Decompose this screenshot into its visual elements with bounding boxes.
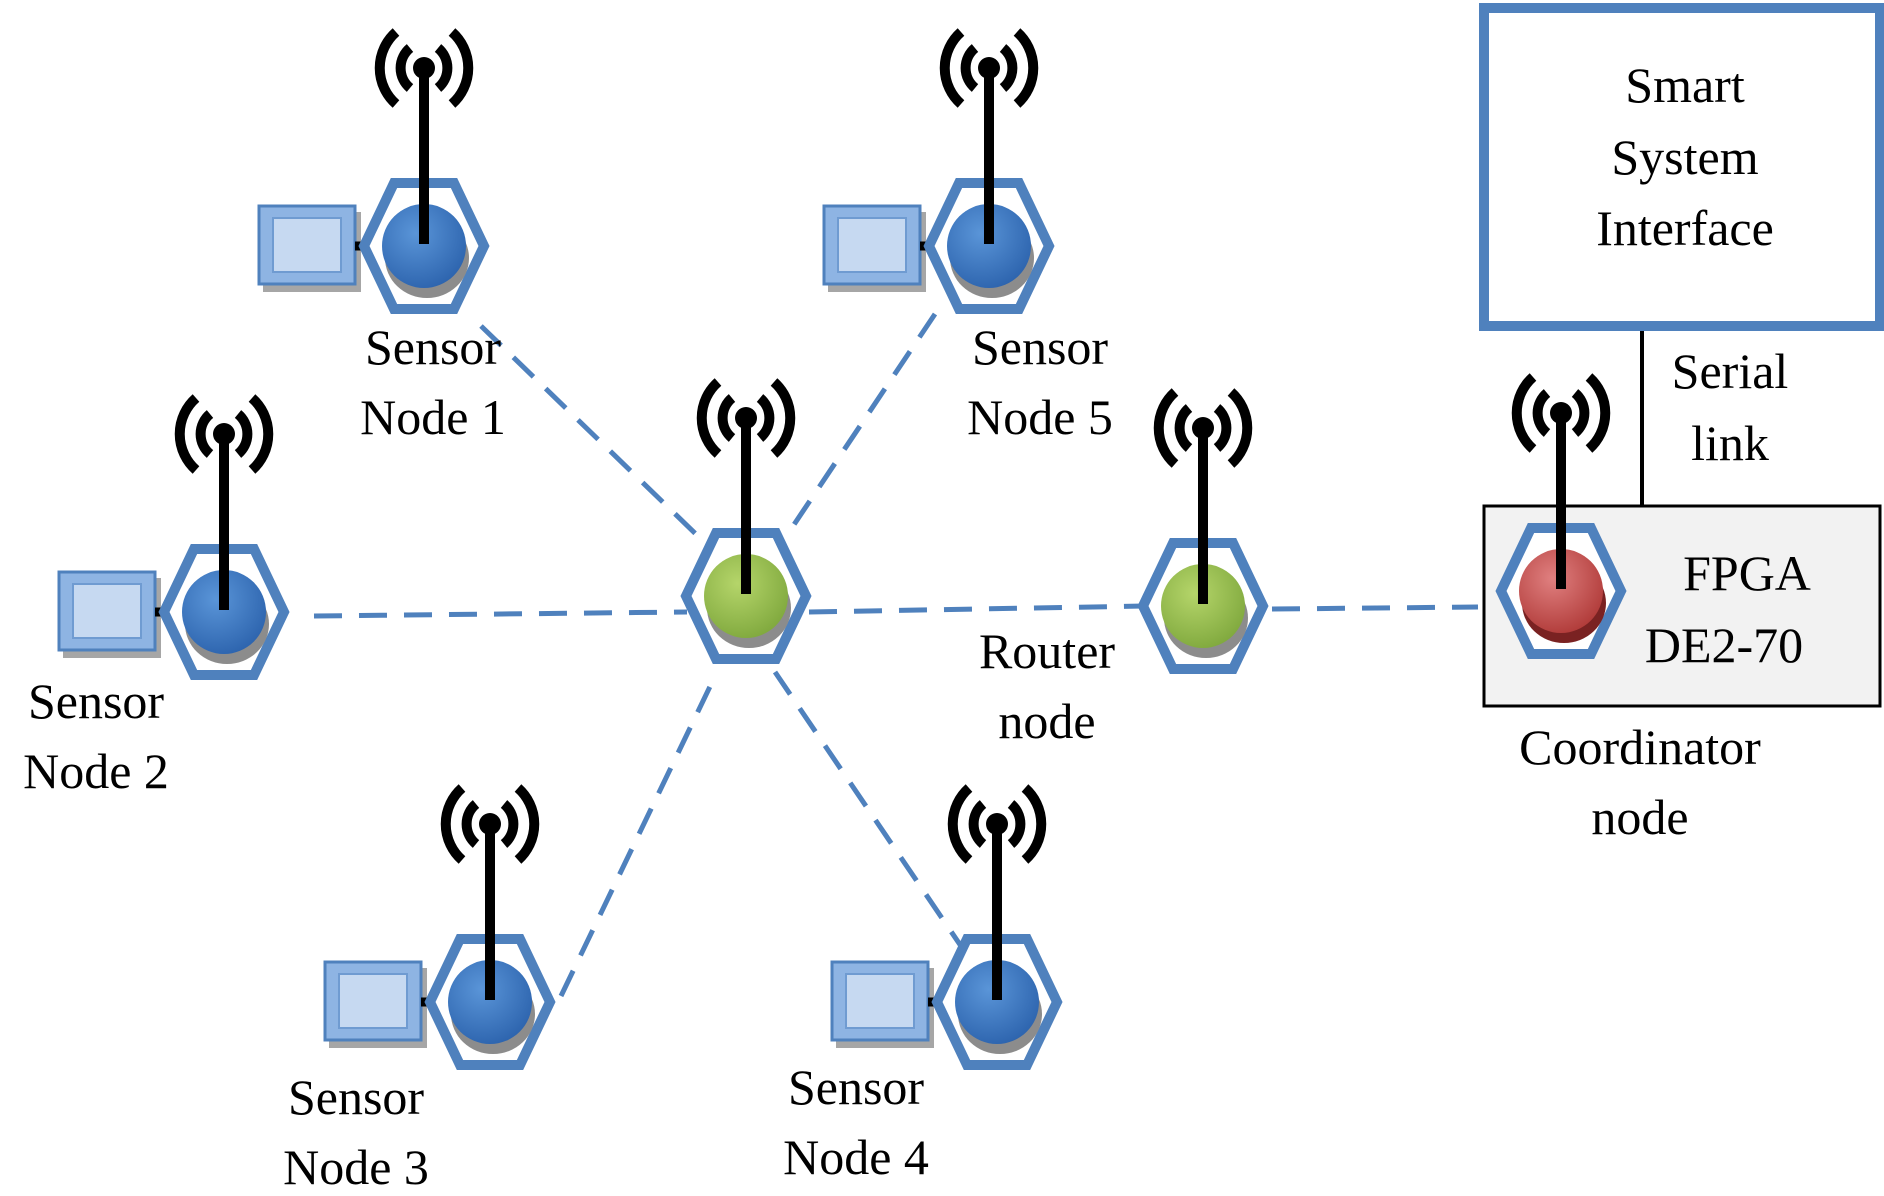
sensor-node-3 <box>323 788 556 1070</box>
link-sensor2-router <box>313 609 688 619</box>
antenna-icon <box>945 32 1034 104</box>
antenna-icon <box>180 398 269 470</box>
interface-label-line-2: System <box>1611 129 1758 185</box>
serial-link: Serial link <box>1640 331 1789 505</box>
fpga-label-line-1: FPGA <box>1683 545 1811 601</box>
fpga-label-line-2: DE2-70 <box>1645 617 1803 673</box>
link-sensor4-router <box>772 670 970 957</box>
sensor-node-5 <box>822 32 1055 314</box>
sensor-node-5-label-line-1: Sensor <box>972 319 1108 375</box>
sensor-node-3-label-line-1: Sensor <box>288 1069 424 1125</box>
node-labels: Sensor Node 1 Sensor Node 5 Sensor Node … <box>23 319 1761 1195</box>
antenna-icon <box>1159 392 1248 464</box>
sensor-node-2-label-line-1: Sensor <box>28 673 164 729</box>
antenna-icon <box>953 788 1042 860</box>
antenna-icon <box>380 32 469 104</box>
nodes-layer <box>57 32 1627 1070</box>
sensor-node-2 <box>57 398 290 680</box>
antenna-icon <box>446 788 535 860</box>
sensor-node-4 <box>830 788 1063 1070</box>
sensor-node-5-label-line-2: Node 5 <box>967 389 1113 445</box>
sensor-node-4-label-line-1: Sensor <box>788 1059 924 1115</box>
router-node-label-line-2: node <box>998 693 1095 749</box>
sensor-node-1-label-line-2: Node 1 <box>360 389 506 445</box>
smart-system-interface-box: Smart System Interface <box>1479 3 1884 331</box>
link-sensor1-router <box>479 324 704 542</box>
sensor-node-2-label-line-2: Node 2 <box>23 743 169 799</box>
interface-label-line-3: Interface <box>1596 200 1774 256</box>
link-sensor5-router <box>782 312 938 540</box>
interface-label-line-1: Smart <box>1625 57 1745 113</box>
sensor-node-1-label-line-1: Sensor <box>365 319 501 375</box>
sensor-node-1 <box>257 32 490 314</box>
network-links <box>313 312 1479 998</box>
link-sensor3-router <box>558 670 720 998</box>
coordinator-node <box>1495 377 1627 659</box>
sensor-node-3-label-line-2: Node 3 <box>283 1139 429 1195</box>
link-router-router <box>808 603 1147 615</box>
antenna-icon <box>1517 377 1606 449</box>
sensor-node-4-label-line-2: Node 4 <box>783 1129 929 1185</box>
router-node-label-line-1: Router <box>979 623 1115 679</box>
router-node <box>1137 392 1269 674</box>
serial-link-label-line-1: Serial <box>1672 343 1789 399</box>
router-node-central <box>680 382 812 664</box>
coordinator-node-label-line-1: Coordinator <box>1519 719 1761 775</box>
antenna-icon <box>702 382 791 454</box>
coordinator-node-label-line-2: node <box>1591 789 1688 845</box>
serial-link-label-line-2: link <box>1691 415 1769 471</box>
link-router-coordinator <box>1271 604 1479 612</box>
